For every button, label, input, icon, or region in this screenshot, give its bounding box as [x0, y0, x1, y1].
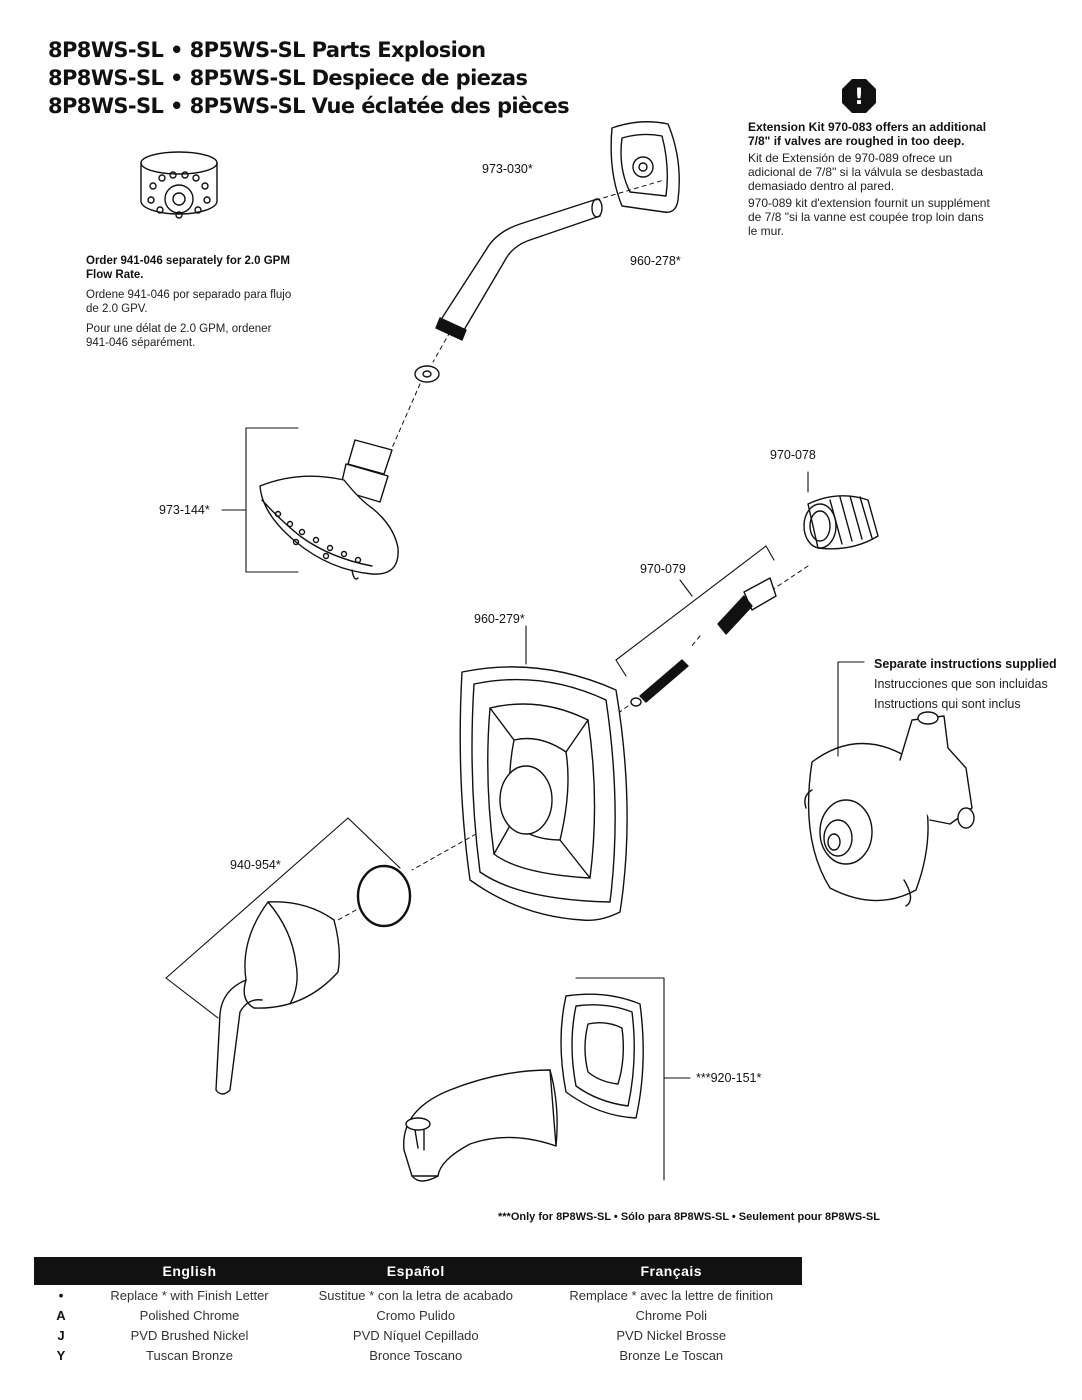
- extension-kit-note: Extension Kit 970-083 offers an addition…: [748, 120, 990, 238]
- legend-spanish: Sustitue * con la letra de acabado: [318, 1287, 513, 1303]
- shower-arm-part: [435, 179, 665, 341]
- flow-rate-note-fr: Pour une délat de 2.0 GPM, ordener 941-0…: [86, 323, 272, 349]
- legend-code: A: [56, 1307, 66, 1323]
- legend-french: Bronze Le Toscan: [619, 1347, 724, 1363]
- warning-symbol: !: [854, 85, 864, 110]
- title-french: 8P8WS-SL • 8P5WS-SL Vue éclatée des pièc…: [48, 94, 570, 118]
- escutcheon-plate-part: [459, 666, 628, 922]
- legend-code: •: [58, 1287, 64, 1303]
- legend-english: Replace * with Finish Letter: [110, 1287, 269, 1303]
- spout-gasket-part: [560, 993, 644, 1119]
- legend-header-code: [34, 1257, 88, 1285]
- spout-footnote: ***Only for 8P8WS-SL • Sólo para 8P8WS-S…: [498, 1211, 880, 1223]
- o-ring-part: [356, 864, 412, 928]
- legend-header-spanish: Español: [291, 1257, 541, 1285]
- label-spout-gasket: ***920-151*: [696, 1071, 762, 1085]
- showerhead-part: [259, 439, 399, 580]
- legend-english: PVD Brushed Nickel: [130, 1327, 249, 1343]
- label-handle: 940-954*: [230, 858, 281, 872]
- label-escutcheon: 960-279*: [474, 612, 525, 626]
- flow-restrictor-part: [140, 151, 218, 219]
- table-row: J PVD Brushed Nickel PVD Níquel Cepillad…: [34, 1325, 802, 1345]
- legend-french: PVD Nickel Brosse: [616, 1327, 727, 1343]
- flow-rate-note-en: Order 941-046 separately for 2.0 GPM Flo…: [86, 255, 290, 281]
- screw-set-part: [630, 577, 777, 707]
- legend-english: Tuscan Bronze: [146, 1347, 233, 1363]
- table-row: A Polished Chrome Cromo Pulido Chrome Po…: [34, 1305, 802, 1325]
- legend-code: J: [57, 1327, 65, 1343]
- legend-french: Chrome Poli: [635, 1307, 708, 1323]
- label-showerhead: 973-144*: [159, 503, 210, 517]
- legend-french: Remplace * avec la lettre de finition: [569, 1287, 774, 1303]
- shower-arm-flange-part: [610, 121, 680, 213]
- legend-spanish: Bronce Toscano: [369, 1347, 463, 1363]
- legend-code: Y: [56, 1347, 66, 1363]
- legend-spanish: PVD Níquel Cepillado: [352, 1327, 479, 1343]
- exclamation-octagon-icon: !: [842, 79, 876, 113]
- valve-note-en: Separate instructions supplied: [874, 657, 1057, 671]
- label-shower-arm: 973-030*: [482, 162, 533, 176]
- washer-part: [414, 365, 440, 383]
- title-english: 8P8WS-SL • 8P5WS-SL Parts Explosion: [48, 38, 486, 62]
- handle-part: [215, 901, 341, 1095]
- valve-note-es: Instrucciones que son incluidas: [874, 677, 1048, 691]
- valve-instructions-note: Separate instructions supplied Instrucci…: [874, 654, 1074, 714]
- label-arm-flange: 960-278*: [630, 254, 681, 268]
- legend-english: Polished Chrome: [139, 1307, 240, 1323]
- legend-spanish: Cromo Pulido: [376, 1307, 456, 1323]
- extension-kit-note-en: Extension Kit 970-083 offers an addition…: [748, 120, 987, 148]
- legend-header-english: English: [88, 1257, 292, 1285]
- table-row: • Replace * with Finish Letter Sustitue …: [34, 1285, 802, 1305]
- title-spanish: 8P8WS-SL • 8P5WS-SL Despiece de piezas: [48, 66, 528, 90]
- flow-rate-note-es: Ordene 941-046 por separado para flujo d…: [86, 289, 292, 315]
- extension-kit-note-fr: 970-089 kit d'extension fournit un suppl…: [748, 196, 990, 238]
- showerhead-bracket: [245, 427, 299, 573]
- parts-explosion-diagram: [140, 121, 975, 1182]
- extension-kit-note-es: Kit de Extensión de 970-089 ofrece un ad…: [748, 151, 984, 193]
- label-adapter: 970-078: [770, 448, 816, 462]
- adapter-part: [803, 495, 879, 550]
- finish-legend-table: English Español Français • Replace * wit…: [34, 1257, 802, 1365]
- table-row: Y Tuscan Bronze Bronce Toscano Bronze Le…: [34, 1345, 802, 1365]
- tub-spout-part: [403, 1069, 558, 1182]
- valve-note-fr: Instructions qui sont inclus: [874, 697, 1021, 711]
- label-screws: 970-079: [640, 562, 686, 576]
- legend-header-french: Français: [540, 1257, 802, 1285]
- legend-header-row: English Español Français: [34, 1257, 802, 1285]
- flow-rate-note: Order 941-046 separately for 2.0 GPM Flo…: [86, 254, 296, 350]
- rough-in-valve-part: [804, 711, 975, 907]
